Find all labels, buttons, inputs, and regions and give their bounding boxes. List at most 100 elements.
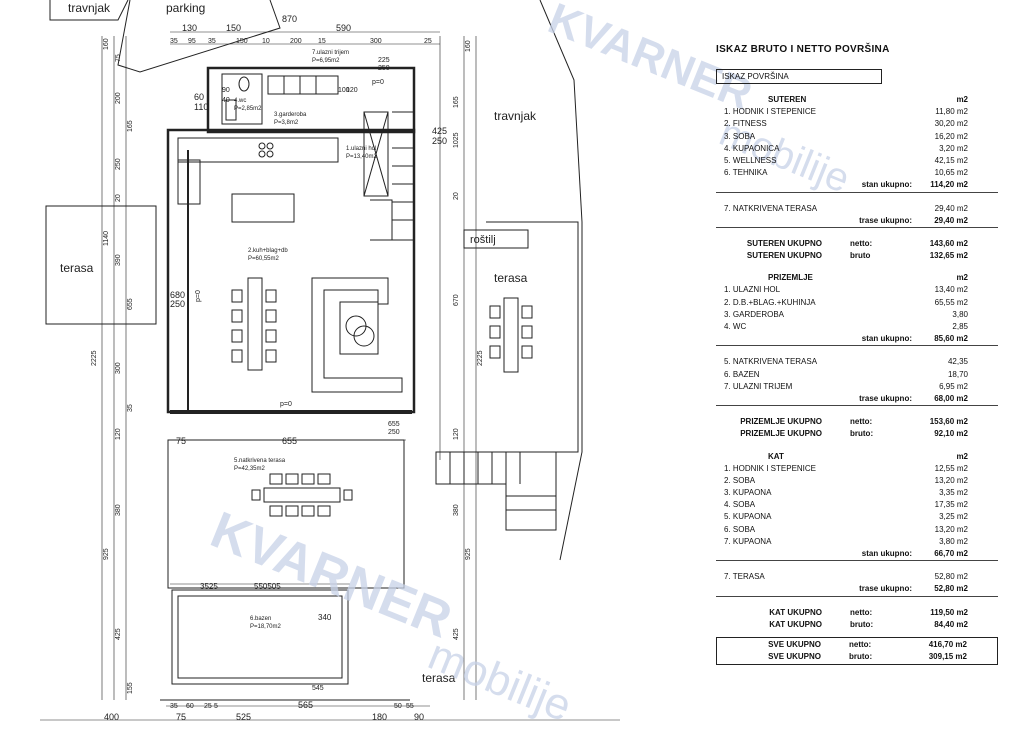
row-value: 6,95 m2 (939, 381, 968, 391)
kitchen-island (231, 193, 295, 223)
row-value: 18,70 (947, 369, 968, 379)
dim-label: 35 (170, 703, 178, 710)
row-name: 1. ULAZNI HOL (724, 285, 781, 295)
area-table: ISKAZ BRUTO I NETTO POVRŠINA ISKAZ POVRŠ… (716, 44, 998, 666)
row-name: 7. ULAZNI TRIJEM (724, 381, 793, 391)
total-type: bruto: (850, 619, 874, 629)
dim-label: 390 (115, 254, 122, 266)
dim-label: 425 (432, 126, 447, 136)
total-value: 153,60 m2 (929, 417, 968, 427)
row-value: 42,35 (947, 357, 968, 367)
row-value: 3,20 m2 (939, 143, 968, 153)
row-value: 2,85 (952, 322, 968, 331)
dim-label: 150 (236, 38, 248, 45)
pool-outline (171, 589, 349, 685)
subtotal-value: 29,40 m2 (934, 215, 968, 225)
dim-label: 35 (170, 38, 178, 45)
total-type: netto: (850, 607, 873, 617)
terasa-right-outline (486, 221, 579, 453)
dim-label: 400 (104, 712, 119, 722)
total-label: PRIZEMLJE UKUPNO (740, 429, 822, 439)
subtotal-label: trase ukupno: (859, 584, 912, 594)
dim-label: 100 (338, 87, 350, 94)
dim-label: 655 (127, 298, 134, 310)
total-type: bruto: (850, 429, 874, 439)
subtotal-label: stan ukupno: (861, 549, 912, 558)
dim-label: 250 (170, 299, 185, 309)
room-hol-name: 1.ulazni hol (346, 146, 376, 152)
dim-label: 120 (115, 428, 122, 440)
interior-stairs (370, 111, 415, 241)
row-name: 4. KUPAONICA (724, 143, 780, 153)
row-name: 2. SOBA (724, 475, 756, 485)
dim-label: 160 (465, 40, 472, 52)
row-value: 42,15 m2 (934, 155, 968, 165)
dim-label: 20 (453, 192, 460, 200)
section-header-kat: KAT m2 (716, 451, 998, 463)
dim-label: 165 (453, 96, 460, 108)
coffee-table (339, 301, 379, 355)
section-unit: m2 (956, 451, 968, 461)
travnjak-top-outline (49, 0, 129, 21)
dim-label: 130 (182, 23, 197, 33)
row-value: 65,55 m2 (934, 297, 968, 307)
exterior-stairs (435, 451, 557, 531)
section-header-suteren: SUTEREN m2 (716, 94, 998, 106)
dim-label: 90 (414, 712, 424, 722)
dim-label: 225 (378, 57, 390, 64)
dim-label: 120 (453, 428, 460, 440)
dim-label: 110 (194, 102, 208, 112)
section-unit: m2 (956, 273, 968, 283)
row-value: 3,80 m2 (939, 536, 968, 546)
row-value: 16,20 m2 (934, 131, 968, 141)
wc-room-walls (221, 73, 263, 125)
terrace-table (251, 473, 353, 517)
dim-label: 200 (115, 92, 122, 104)
right-dining-table (489, 297, 533, 373)
sofa (311, 277, 403, 393)
room-bazen-name: 6.bazen (250, 616, 271, 622)
total-label: SUTEREN UKUPNO (746, 238, 822, 248)
row-name: 7. KUPAONA (724, 536, 772, 546)
dim-label: 60 (186, 703, 194, 710)
label-parking: parking (166, 1, 205, 15)
subtotal-value: 68,00 m2 (934, 393, 968, 403)
entry-stairs (363, 111, 389, 197)
parking-area-outline (117, 0, 281, 73)
subtotal-value: 52,80 m2 (934, 584, 968, 594)
dim-label: 550505 (254, 582, 281, 591)
room-wc-area: P=2,85m2 (234, 106, 262, 112)
total-value: 119,50 m2 (930, 607, 968, 617)
row-name: 5. WELLNESS (724, 155, 777, 165)
dining-table (231, 277, 277, 371)
dim-label: 75 (176, 436, 186, 446)
dim-label: 565 (298, 700, 313, 710)
room-garderoba-name: 3.garderoba (274, 112, 307, 118)
subtotal-row: stan ukupno:114,20 m2 (716, 179, 998, 193)
label-travnjak-top: travnjak (68, 1, 111, 15)
row-name: 6. TEHNIKA (724, 168, 768, 178)
row-value: 52,80 m2 (934, 572, 968, 582)
dim-label: 925 (103, 548, 110, 560)
total-type: netto: (849, 639, 872, 649)
total-value: 309,15 m2 (928, 652, 967, 662)
subtotal-value: 85,60 m2 (934, 334, 968, 344)
total-type: bruto (850, 251, 871, 261)
row-value: 11,80 m2 (935, 107, 968, 117)
dim-label: 35 (208, 38, 216, 45)
row-value: 13,20 m2 (934, 524, 968, 534)
row-name: 3. KUPAONA (724, 488, 772, 498)
dim-label: 250 (115, 158, 122, 170)
